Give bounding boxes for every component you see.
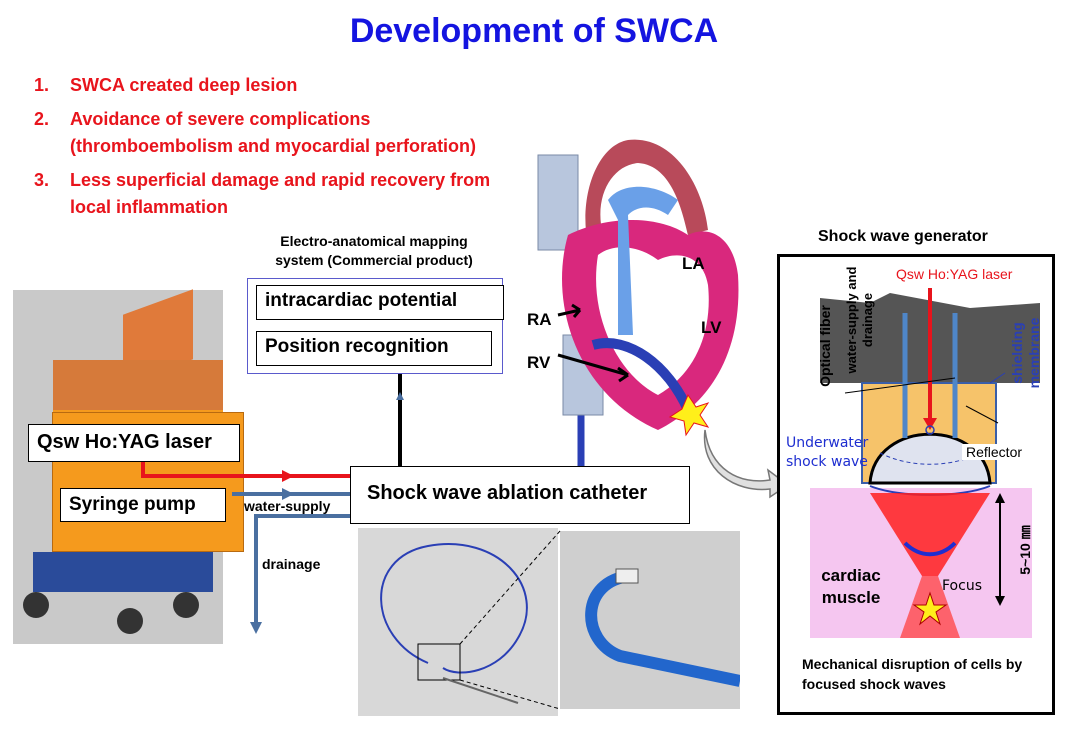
mapping-frame xyxy=(247,278,503,374)
wheel xyxy=(117,608,143,634)
laser-arrow xyxy=(282,470,294,482)
catheter-label-box: Shock wave ablation catheter xyxy=(350,466,690,524)
depth-label: 5~10 ㎜ xyxy=(1017,525,1033,575)
catheter-tip-photo xyxy=(560,531,742,709)
focus-label: Focus xyxy=(942,578,982,594)
leader-membrane xyxy=(989,372,1006,384)
drainage-label: drainage xyxy=(262,556,321,572)
heart-diagram xyxy=(537,139,739,437)
syringe-pump-box: Syringe pump xyxy=(60,488,226,522)
leader-reflector xyxy=(965,405,999,424)
laser-focal-point xyxy=(925,425,935,435)
label-ra: RA xyxy=(527,310,552,329)
optical-fiber-label: Optical fiber xyxy=(817,305,833,387)
list-item: 2. Avoidance of severe complications (thr… xyxy=(34,106,554,160)
catheter-tip xyxy=(585,568,742,687)
list-item: 1. SWCA created deep lesion xyxy=(34,72,554,99)
shielding-membrane-label: shielding membrane xyxy=(1009,317,1042,389)
mapping-link-arrow xyxy=(396,392,404,400)
catheter-in-heart xyxy=(591,338,693,413)
label-la: LA xyxy=(682,254,705,273)
label-lv: LV xyxy=(701,318,722,337)
wheel xyxy=(173,592,199,618)
list-item: 3. Less superficial damage and rapid reco… xyxy=(34,167,554,221)
catheter-loop xyxy=(380,543,528,704)
catheter-photo xyxy=(358,528,558,716)
list-text: SWCA created deep lesion xyxy=(70,75,298,95)
generator-title: Shock wave generator xyxy=(818,228,988,245)
leader-optical-fiber xyxy=(844,377,956,394)
generator-laser-label: Qsw Ho:YAG laser xyxy=(896,266,1013,282)
mapping-caption: Electro-anatomical mapping system (Comme… xyxy=(275,233,473,268)
list-text: Less superficial damage and rapid recove… xyxy=(70,170,491,217)
list-number: 3. xyxy=(34,170,50,190)
console-base xyxy=(33,552,213,592)
ra-arrow xyxy=(557,303,582,318)
cardiac-muscle-label: cardiac muscle xyxy=(821,566,881,607)
water-supply-arrow xyxy=(282,488,294,500)
laser-label-box: Qsw Ho:YAG laser xyxy=(28,424,240,462)
pulmonary-vessels xyxy=(608,186,678,335)
list-number: 2. xyxy=(34,109,50,129)
reflector-shape xyxy=(868,432,992,485)
key-points-list: 1. SWCA created deep lesion 2. Avoidance o… xyxy=(34,72,554,228)
water-supply-drainage-label: water-supply and drainage xyxy=(844,266,875,374)
position-recognition-box: Position recognition xyxy=(256,331,492,366)
list-text: Avoidance of severe complications (throm… xyxy=(70,109,477,156)
label-rv: RV xyxy=(527,353,551,372)
water-supply-label: water-supply xyxy=(244,498,331,514)
laser-line xyxy=(141,462,350,478)
focus-cone-upper xyxy=(870,493,990,576)
depth-arrow-down xyxy=(995,596,1005,606)
ablation-spark xyxy=(668,393,710,437)
focus-star xyxy=(912,591,948,626)
wheel xyxy=(23,592,49,618)
generator-diagram xyxy=(810,288,1040,638)
console-upper xyxy=(53,360,223,410)
underwater-shock-wave-label: Underwater shock wave xyxy=(786,435,869,470)
laser-arrowhead xyxy=(923,418,937,430)
aorta xyxy=(585,139,708,245)
depth-arrow-up xyxy=(995,493,1005,503)
drainage-arrow xyxy=(250,622,262,634)
intracardiac-potential-box: intracardiac potential xyxy=(256,285,504,320)
page-title: Development of SWCA xyxy=(349,12,719,50)
rv-arrow xyxy=(557,353,629,383)
zoom-region xyxy=(417,643,461,681)
reflector-label: Reflector xyxy=(962,444,1027,460)
list-number: 1. xyxy=(34,75,50,95)
drainage-line xyxy=(254,514,350,625)
converging-wave xyxy=(903,541,957,557)
generator-caption: Mechanical disruption of cells by focuse… xyxy=(802,656,1023,692)
